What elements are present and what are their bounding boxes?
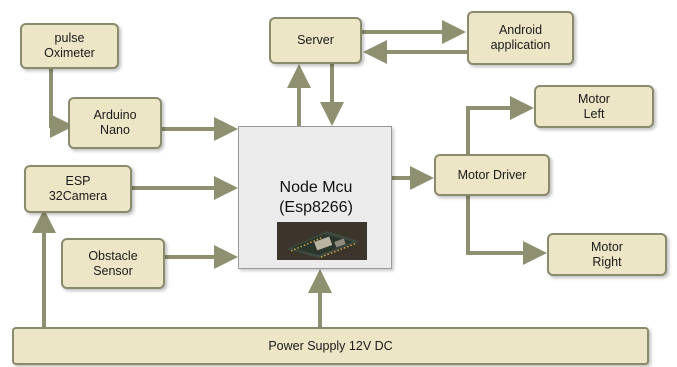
- pulse-oximeter-label: pulse Oximeter: [44, 31, 95, 60]
- esp32-camera-block: ESP 32Camera: [24, 165, 132, 213]
- motor-right-block: Motor Right: [547, 233, 667, 276]
- obstacle-sensor-block: Obstacle Sensor: [61, 238, 165, 289]
- motor-right-label: Motor Right: [591, 239, 623, 269]
- arrow-pulse-to-arduino: [49, 66, 74, 138]
- obstacle-sensor-label: Obstacle Sensor: [88, 248, 138, 278]
- server-block: Server: [269, 17, 362, 64]
- node-mcu-block: Node Mcu (Esp8266): [238, 126, 392, 269]
- arrow-driver-to-left: [466, 96, 534, 154]
- motor-left-block: Motor Left: [534, 85, 654, 128]
- pulse-oximeter-block: pulse Oximeter: [20, 23, 119, 69]
- motor-driver-label: Motor Driver: [457, 167, 527, 182]
- power-supply-label: Power Supply 12V DC: [268, 338, 393, 353]
- server-label: Server: [297, 33, 334, 47]
- motor-driver-block: Motor Driver: [434, 154, 550, 196]
- arduino-nano-label: Arduino Nano: [93, 108, 137, 137]
- arrow-driver-to-right: [466, 196, 547, 265]
- android-application-block: Android application: [467, 11, 574, 65]
- power-supply-block: Power Supply 12V DC: [12, 327, 649, 365]
- esp8266-board-image: [277, 222, 367, 260]
- motor-left-label: Motor Left: [578, 91, 610, 121]
- esp32-camera-label: ESP 32Camera: [48, 174, 108, 203]
- arduino-nano-block: Arduino Nano: [68, 97, 162, 149]
- android-application-label: Android application: [490, 23, 551, 52]
- node-mcu-label: Node Mcu (Esp8266): [279, 179, 353, 216]
